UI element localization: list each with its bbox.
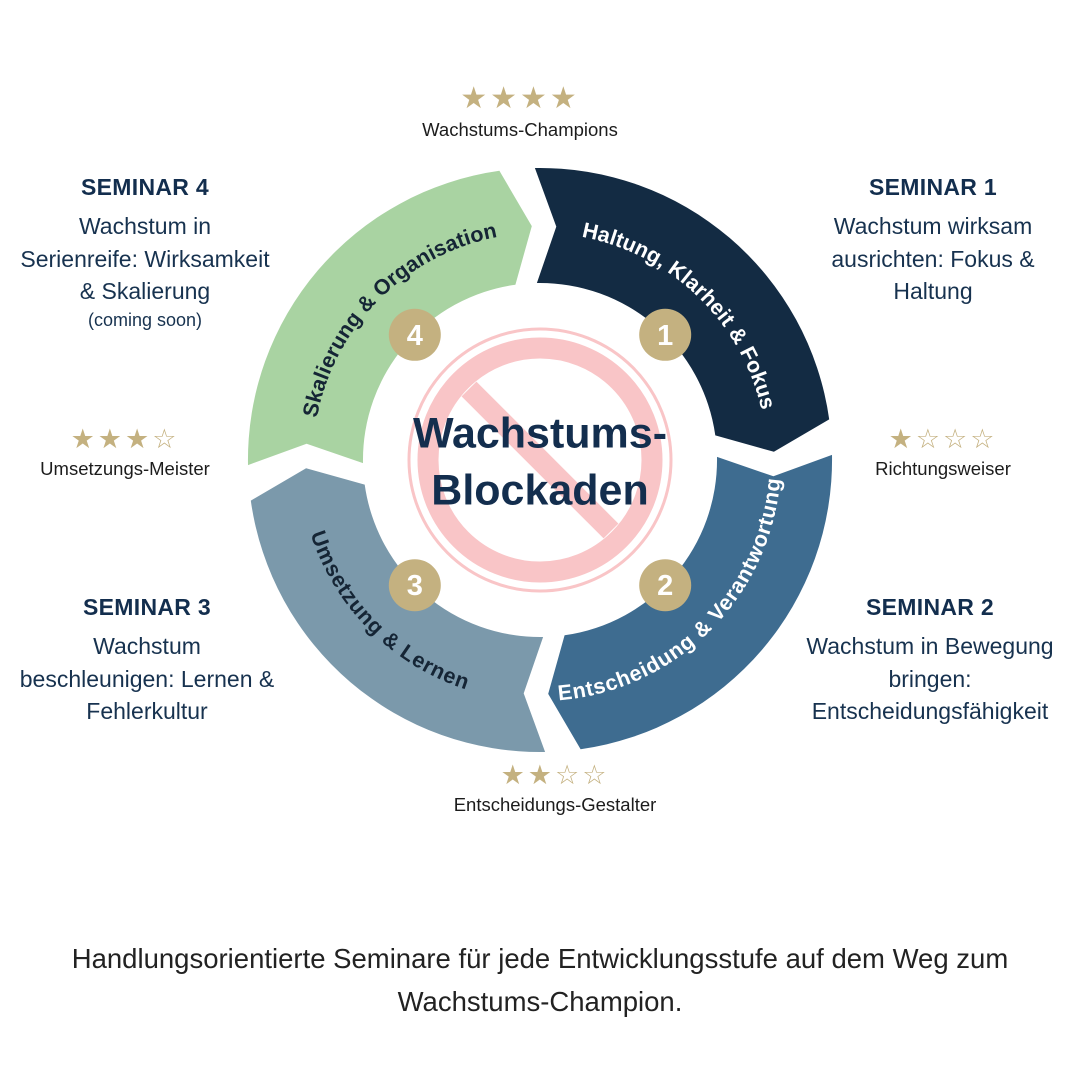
step-number-3: 3 <box>407 570 423 602</box>
prohibition-slash <box>461 381 619 539</box>
seminar-2-block: SEMINAR 2 Wachstum in Bewegung bringen: … <box>802 594 1058 728</box>
step-number-2: 2 <box>657 570 673 602</box>
seminar-1-description: Wachstum wirksam ausrichten: Fokus & Hal… <box>831 213 1035 305</box>
caption-text: Handlungsorientierte Seminare für jede E… <box>71 943 1009 1017</box>
seminar-1-heading: SEMINAR 1 <box>869 174 997 200</box>
step-badge-1 <box>639 308 692 361</box>
seminar-4-heading: SEMINAR 4 <box>81 174 209 200</box>
segment-entscheidung-verantwortung <box>548 454 833 750</box>
step-badge-3 <box>388 559 441 612</box>
rating-label: Entscheidungs-Gestalter <box>453 794 657 815</box>
prohibition-ring <box>417 337 663 583</box>
segment-umsetzung-lernen <box>250 468 546 753</box>
seminar-3-block: SEMINAR 3 Wachstum beschleunigen: Lernen… <box>10 594 284 728</box>
rating-top: ★★★★ Wachstums-Champions <box>370 84 670 141</box>
center-title: Wachstums- Blockaden <box>413 405 667 519</box>
rating-label: Umsetzungs-Meister <box>40 458 210 479</box>
rating-right: ★☆☆☆ Richtungsweiser <box>845 426 1041 480</box>
prohibition-outline-ring <box>407 327 673 593</box>
seminar-4-block: SEMINAR 4 Wachstum in Serienreife: Wirks… <box>20 174 270 331</box>
step-badge-4 <box>388 308 441 361</box>
segment-skalierung-organisation <box>247 170 532 466</box>
rating-label: Wachstums-Champions <box>422 119 618 140</box>
step-number-4: 4 <box>407 320 423 352</box>
seminar-2-heading: SEMINAR 2 <box>866 594 994 620</box>
step-number-1: 1 <box>657 320 673 352</box>
rating-label: Richtungsweiser <box>875 458 1011 479</box>
center-title-line1: Wachstums- <box>412 409 668 458</box>
seminar-4-description: Wachstum in Serienreife: Wirksamkeit & S… <box>20 213 270 305</box>
seminar-2-description: Wachstum in Bewegung bringen: Entscheidu… <box>806 633 1054 725</box>
star-rating-icons: ★★☆☆ <box>500 760 610 790</box>
star-rating-icons: ★☆☆☆ <box>888 424 998 454</box>
star-rating-icons: ★★★☆ <box>70 424 180 454</box>
seminar-4-coming-soon-note: (coming soon) <box>87 309 203 330</box>
seminar-3-heading: SEMINAR 3 <box>83 594 211 620</box>
seminar-3-description: Wachstum beschleunigen: Lernen & Fehlerk… <box>19 633 275 725</box>
rating-bottom: ★★☆☆ Entscheidungs-Gestalter <box>410 762 700 816</box>
seminar-1-block: SEMINAR 1 Wachstum wirksam ausrichten: F… <box>820 174 1046 308</box>
step-badge-2 <box>639 559 692 612</box>
center-title-line2: Blockaden <box>431 466 649 514</box>
star-rating-icons: ★★★★ <box>460 82 580 115</box>
segment-haltung-klarheit-fokus <box>534 167 830 452</box>
prohibition-sign-icon <box>407 327 673 593</box>
rating-left: ★★★☆ Umsetzungs-Meister <box>27 426 223 480</box>
